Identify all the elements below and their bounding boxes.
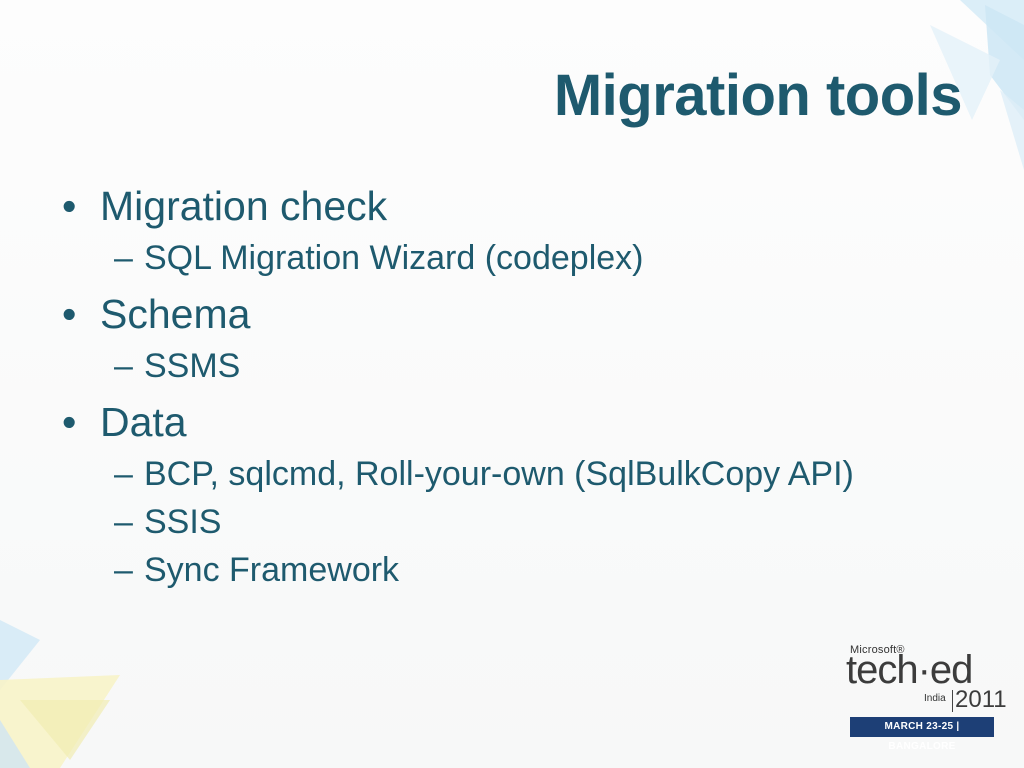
bullet-marker: • <box>62 183 77 229</box>
deco-shard <box>985 5 1024 120</box>
dash-marker: – <box>114 503 133 541</box>
logo-wordmark: tech·ed <box>846 648 973 692</box>
sub-bullet-item: – SQL Migration Wizard (codeplex) <box>56 236 936 280</box>
sub-list: – SQL Migration Wizard (codeplex) <box>56 236 936 280</box>
sub-bullet-item: – BCP, sqlcmd, Roll-your-own (SqlBulkCop… <box>56 452 934 496</box>
sub-bullet-item: – SSIS <box>56 500 936 544</box>
dash-marker: – <box>114 455 133 493</box>
sub-list-container: – SSMS <box>56 344 936 388</box>
sub-list-container: – BCP, sqlcmd, Roll-your-own (SqlBulkCop… <box>56 452 936 592</box>
dash-marker: – <box>114 347 133 385</box>
deco-shard <box>0 720 30 768</box>
sub-bullet-text: BCP, sqlcmd, Roll-your-own (SqlBulkCopy … <box>144 455 854 493</box>
sub-bullet-text: SSMS <box>144 347 241 385</box>
deco-shard <box>1000 90 1024 170</box>
sub-list: – BCP, sqlcmd, Roll-your-own (SqlBulkCop… <box>56 452 936 592</box>
bullet-marker: • <box>62 291 77 337</box>
slide-title: Migration tools <box>553 63 963 128</box>
sub-list-container: – SQL Migration Wizard (codeplex) <box>56 236 936 280</box>
bullet-item: • Schema <box>56 288 936 340</box>
sub-bullet-text: Sync Framework <box>144 551 400 589</box>
sub-bullet-text: SQL Migration Wizard (codeplex) <box>144 239 644 277</box>
logo-separator <box>952 690 953 712</box>
bullet-text: Migration check <box>100 183 388 229</box>
logo-event-bar: MARCH 23-25 | BANGALORE <box>850 717 994 752</box>
sub-bullet-item: – SSMS <box>56 344 936 388</box>
dash-marker: – <box>114 551 133 589</box>
sub-list: – SSMS <box>56 344 936 388</box>
deco-shard <box>0 620 40 690</box>
bullet-marker: • <box>62 399 77 445</box>
logo-year: 2011 <box>955 686 1007 713</box>
dash-marker: – <box>114 239 133 277</box>
bullet-list: • Migration check – SQL Migration Wizard… <box>56 180 936 600</box>
bullet-item: • Migration check <box>56 180 936 232</box>
teched-logo: Microsoft® tech·ed India 2011 MARCH 23-2… <box>846 644 1007 752</box>
logo-brand: Microsoft® <box>850 644 905 656</box>
sub-bullet-item: – Sync Framework <box>56 548 936 592</box>
deco-shard <box>930 25 1000 120</box>
sub-bullet-text: SSIS <box>144 503 222 541</box>
deco-shard <box>20 700 110 760</box>
logo-region: India <box>924 693 946 704</box>
bullet-text: Schema <box>100 291 251 337</box>
bullet-text: Data <box>100 399 187 445</box>
bullet-item: • Data <box>56 396 936 448</box>
